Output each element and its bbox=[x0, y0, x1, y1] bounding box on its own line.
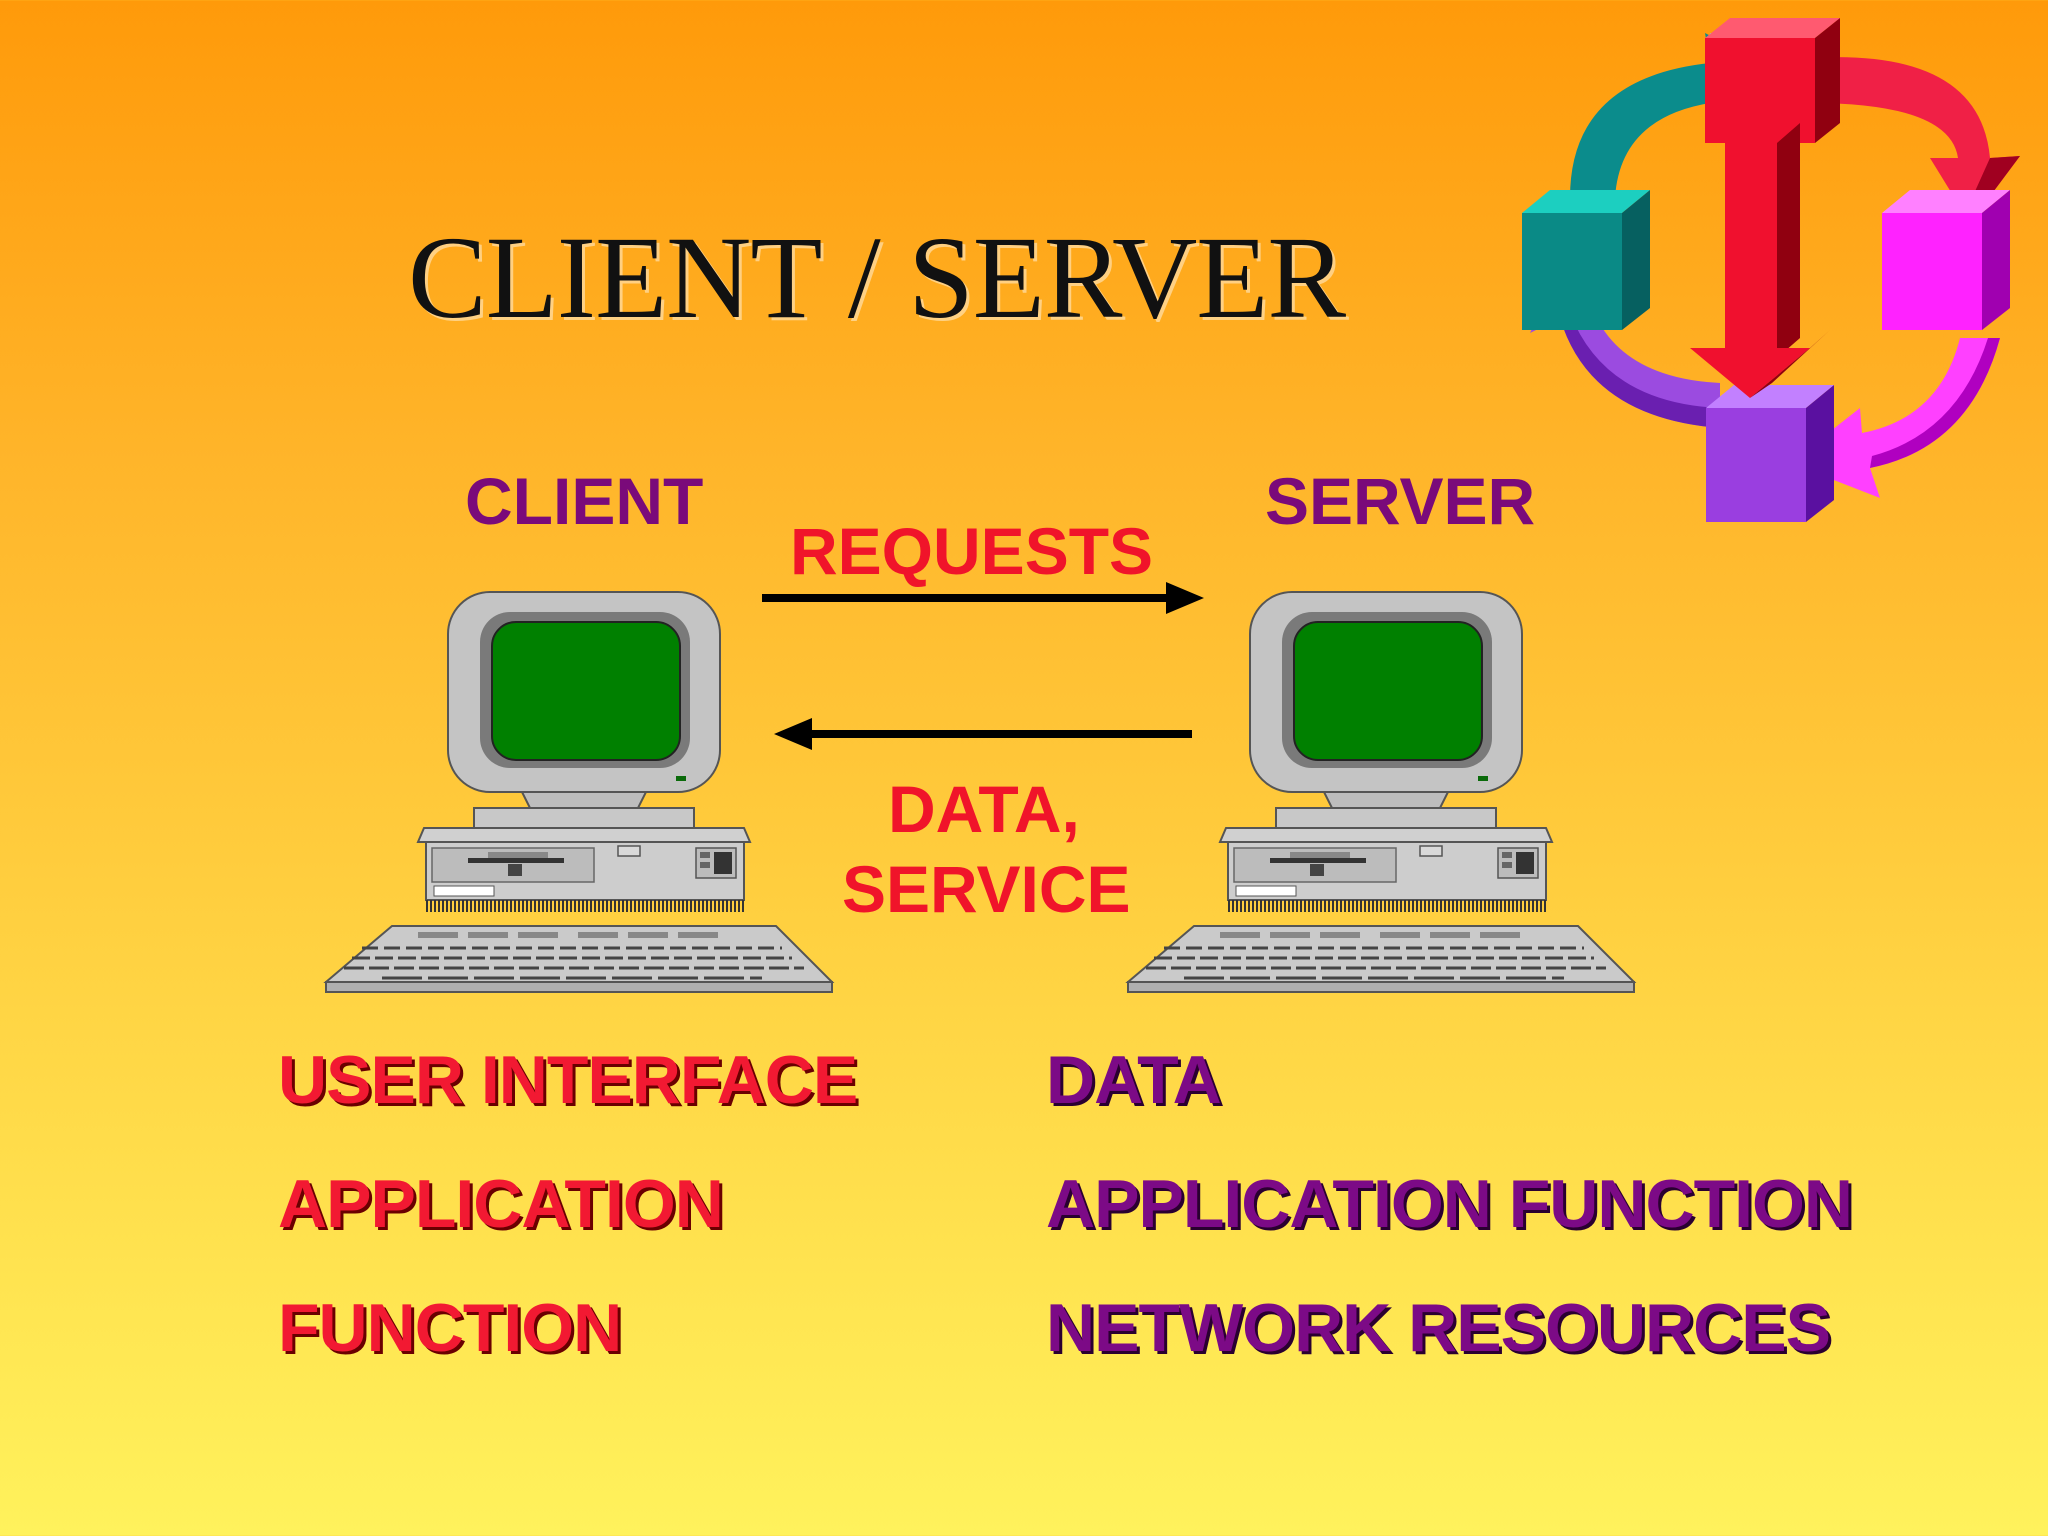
slide-title: CLIENT / SERVER bbox=[408, 212, 1346, 343]
request-arrow-icon bbox=[762, 582, 1204, 614]
response-label-line1: DATA, bbox=[888, 772, 1080, 846]
requests-label: REQUESTS bbox=[790, 514, 1154, 588]
response-label-line2: SERVICE bbox=[842, 852, 1131, 926]
server-list-item: APPLICATION FUNCTION bbox=[1046, 1166, 1853, 1242]
server-label: SERVER bbox=[1265, 464, 1536, 538]
cycle-logo-icon bbox=[1522, 18, 2020, 522]
server-computer-icon bbox=[1125, 591, 1637, 993]
response-arrow-icon bbox=[774, 718, 1192, 750]
client-list-item: FUNCTION bbox=[278, 1290, 622, 1366]
client-computer-icon bbox=[323, 591, 835, 993]
client-label: CLIENT bbox=[465, 464, 704, 538]
client-list-item: USER INTERFACE bbox=[278, 1042, 858, 1118]
server-list-item: DATA bbox=[1046, 1042, 1222, 1118]
client-list-item: APPLICATION bbox=[278, 1166, 724, 1242]
server-list-item: NETWORK RESOURCES bbox=[1046, 1290, 1831, 1366]
